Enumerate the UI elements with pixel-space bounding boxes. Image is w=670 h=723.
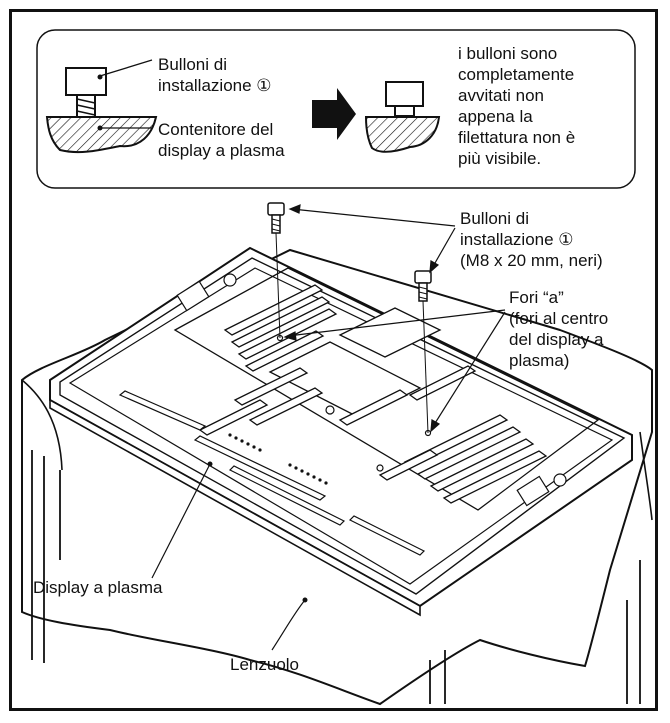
inset-note: i bulloni sono completamente avvitati no…: [458, 43, 575, 169]
leader-bolt-inset: [99, 59, 153, 77]
bolts-label: Bulloni di installazione ① (M8 x 20 mm, …: [460, 208, 603, 271]
holes-label-line: plasma): [509, 351, 570, 370]
housing-hatched-left: [45, 116, 158, 154]
inset-note-line: avvitati non: [458, 86, 544, 105]
inset-note-line: appena la: [458, 107, 533, 126]
display-label: Display a plasma: [33, 578, 163, 597]
inset-housing-label-line: display a plasma: [158, 141, 285, 160]
holes-label-line: (fori al centro: [509, 309, 609, 328]
connector-dots: [228, 433, 328, 485]
inset-note-line: completamente: [458, 65, 575, 84]
leader-bolts: [288, 204, 456, 274]
figure-frame: [9, 9, 658, 711]
inset-note-line: i bulloni sono: [458, 44, 558, 63]
holes-label-line: Fori “a”: [509, 288, 564, 307]
inset-note-line: più visibile.: [458, 149, 542, 168]
bolt-1-icon: [267, 202, 285, 234]
bolts-label-line: installazione ①: [460, 230, 574, 249]
bolts-label-line: (M8 x 20 mm, neri): [460, 251, 603, 270]
holes-label: Fori “a” (fori al centro del display a p…: [509, 287, 608, 371]
transition-arrow-icon: [312, 88, 356, 140]
table-legs: [31, 450, 641, 704]
leader-sheet: [271, 599, 306, 651]
holes-label-line: del display a: [509, 330, 604, 349]
inset-note-line: filettatura non è: [458, 128, 576, 147]
sheet-label: Lenzuolo: [230, 655, 300, 674]
bolt-2-icon: [414, 270, 432, 302]
inset-housing-label-line: Contenitore del: [158, 120, 274, 139]
bolt-threaded-icon: [65, 67, 107, 118]
inset-housing-label: Contenitore del display a plasma: [158, 119, 285, 161]
inset-bolt-label-line: Bulloni di: [158, 55, 227, 74]
plasma-display: [49, 246, 633, 617]
leader-display: [151, 463, 211, 579]
inset-bolt-label-line: installazione ①: [158, 76, 272, 95]
leader-holes: [283, 309, 506, 433]
inset-bolt-label: Bulloni di installazione ①: [158, 54, 272, 96]
back-panel-slots: [198, 284, 548, 504]
edge-connectors: [118, 273, 567, 556]
bolts-label-line: Bulloni di: [460, 209, 529, 228]
housing-hatched-right: [364, 116, 441, 153]
